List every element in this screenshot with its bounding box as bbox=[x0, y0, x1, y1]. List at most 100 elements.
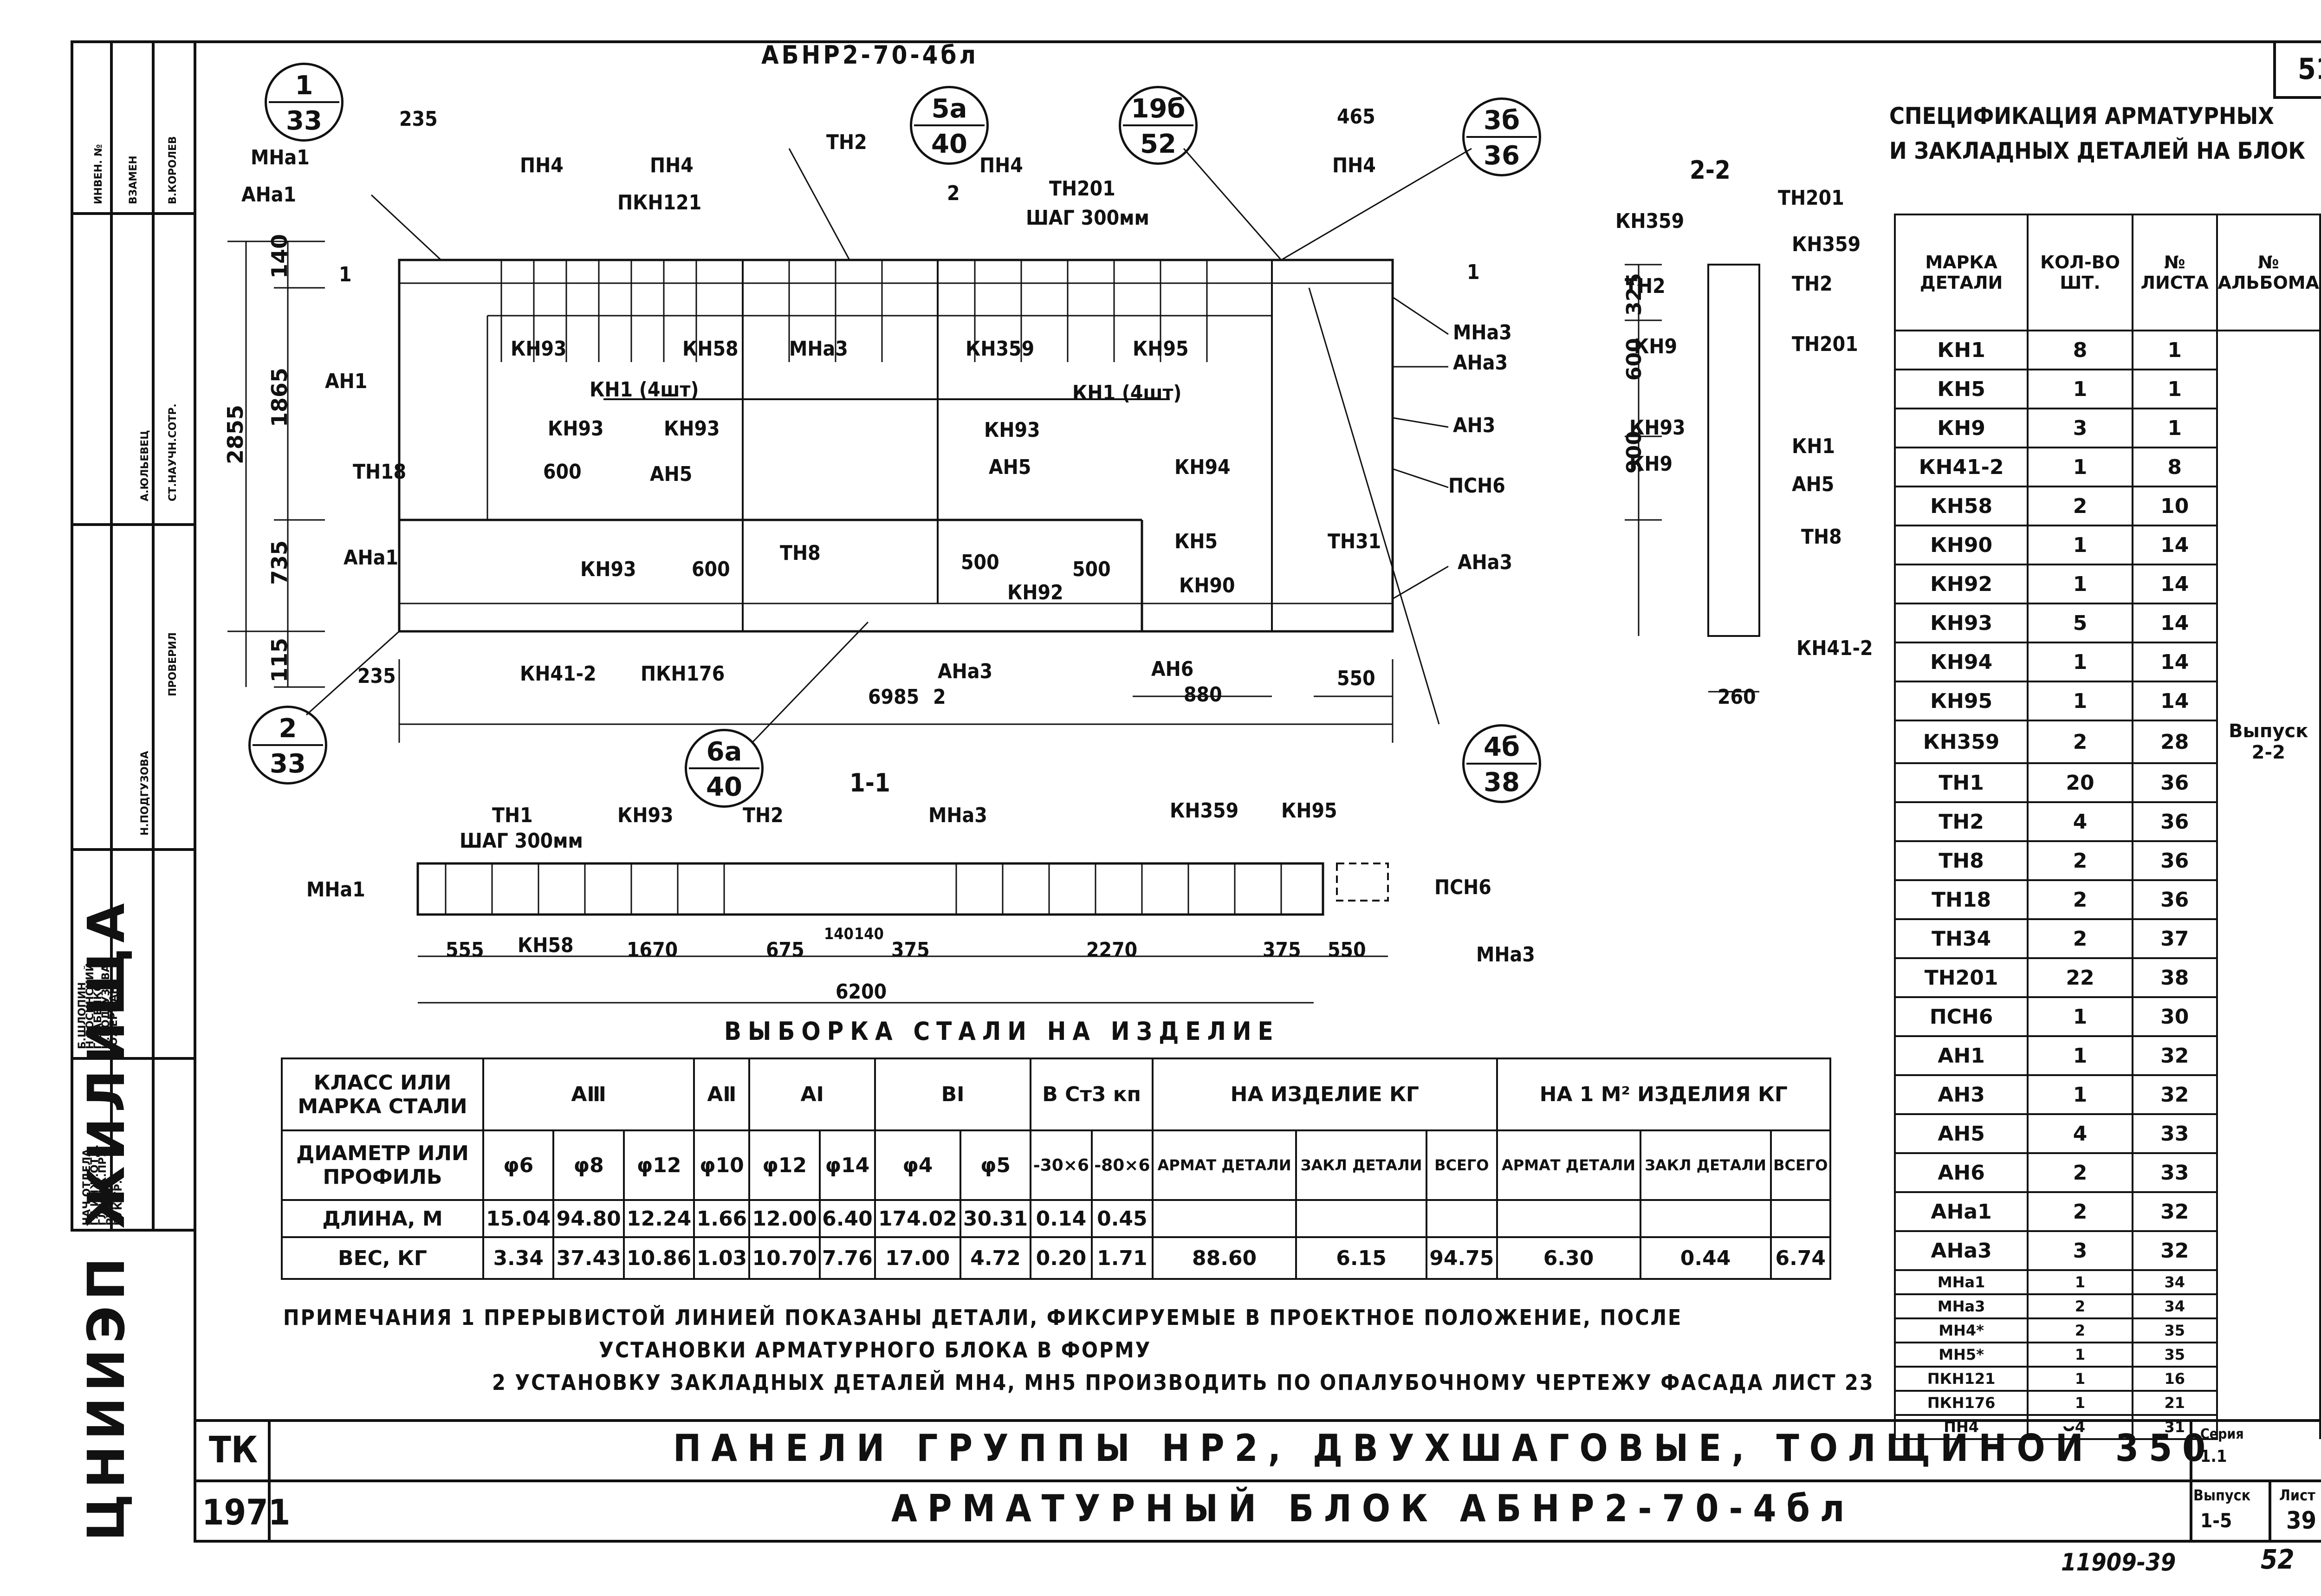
diam: φ5 bbox=[959, 1129, 1032, 1201]
diam: ВСЕГО bbox=[1426, 1129, 1498, 1201]
label-d600-a: 600 bbox=[543, 460, 582, 484]
diam: φ8 bbox=[552, 1129, 625, 1201]
spec-qty: 1 bbox=[2027, 681, 2133, 721]
wt: 37.43 bbox=[552, 1236, 625, 1280]
wt: 7.76 bbox=[818, 1236, 876, 1280]
spec-mark: КН359 bbox=[1893, 720, 2029, 764]
s22-kn9-b: КН9 bbox=[1629, 452, 1673, 476]
section-22-title: 2-2 bbox=[1690, 156, 1731, 185]
series-label: Серия bbox=[2200, 1426, 2244, 1442]
spec-sheet: 35 bbox=[2131, 1342, 2218, 1368]
label-tn201: ТН201 bbox=[1049, 177, 1115, 201]
spec-album bbox=[2216, 487, 2321, 526]
title-line-1: ПАНЕЛИ ГРУППЫ НР2, ДВУХШАГОВЫЕ, ТОЛЩИНОЙ… bbox=[673, 1427, 2216, 1470]
s11-d1670: 1670 bbox=[627, 938, 678, 962]
spec-sheet: 32 bbox=[2131, 1035, 2218, 1076]
spec-album bbox=[2216, 919, 2321, 958]
spec-h-mark: МАРКА ДЕТАЛИ bbox=[1893, 214, 2029, 331]
s11-total: 6200 bbox=[836, 980, 887, 1004]
spec-qty: 2 bbox=[2027, 486, 2133, 526]
label-mna3-b: МНа3 bbox=[1453, 321, 1512, 344]
side-stamp-text: ВЗАМЕН bbox=[128, 156, 139, 204]
label-kn93-5: КН93 bbox=[580, 558, 636, 581]
s22-kn359-b: КН359 bbox=[1792, 233, 1861, 256]
spec-album bbox=[2216, 1318, 2321, 1343]
spec-mark: ТН2 bbox=[1893, 801, 2029, 842]
section-11-title: 1-1 bbox=[849, 768, 890, 798]
spec-sheet: 36 bbox=[2131, 801, 2218, 842]
spec-album bbox=[2216, 1415, 2321, 1439]
side-stamp-text: ПРОВЕРИЛ bbox=[167, 632, 179, 696]
steel-h-wt: ВЕС, КГ bbox=[281, 1236, 484, 1280]
issue-label: Выпуск bbox=[2193, 1486, 2251, 1504]
label-kn95: КН95 bbox=[1133, 337, 1189, 361]
spec-sheet: 36 bbox=[2131, 840, 2218, 881]
spec-qty: 1 bbox=[2027, 1074, 2133, 1115]
spec-sheet: 16 bbox=[2131, 1366, 2218, 1392]
diam: АРМАТ ДЕТАЛИ bbox=[1496, 1129, 1641, 1201]
spec-album bbox=[2216, 1270, 2321, 1294]
spec-sheet: 37 bbox=[2131, 918, 2218, 959]
len: 30.31 bbox=[959, 1199, 1032, 1238]
wt: 1.71 bbox=[1090, 1236, 1154, 1280]
label-pkn176: ПКН176 bbox=[641, 662, 725, 686]
spec-mark: ПСН6 bbox=[1893, 996, 2029, 1037]
spec-mark: ТН1 bbox=[1893, 762, 2029, 803]
spec-sheet: 34 bbox=[2131, 1293, 2218, 1319]
side-stamp-text: В.КОРОЛЕВ bbox=[167, 136, 179, 204]
spec-sheet: 14 bbox=[2131, 525, 2218, 565]
spec-sheet: 30 bbox=[2131, 996, 2218, 1037]
dim-2855: 2855 bbox=[223, 404, 248, 464]
spec-sheet: 32 bbox=[2131, 1074, 2218, 1115]
len: 6.40 bbox=[818, 1199, 876, 1238]
spec-qty: 1 bbox=[2027, 642, 2133, 682]
bottom-page: 52 bbox=[2261, 1544, 2295, 1575]
spec-sheet: 34 bbox=[2131, 1269, 2218, 1295]
spec-album bbox=[2216, 1343, 2321, 1367]
title-tk: ТК bbox=[209, 1429, 258, 1471]
label-tn18: ТН18 bbox=[353, 460, 407, 484]
spec-album bbox=[2216, 681, 2321, 720]
s22-tn201: ТН201 bbox=[1778, 186, 1844, 210]
spec-mark: МНа1 bbox=[1893, 1269, 2029, 1295]
label-ana3-c: АНа3 bbox=[1458, 551, 1513, 574]
spec-album bbox=[2216, 997, 2321, 1036]
len: 174.02 bbox=[874, 1199, 961, 1238]
s22-kn41-2: КН41-2 bbox=[1796, 636, 1873, 660]
label-step: ШАГ 300мм bbox=[1026, 206, 1149, 230]
bottom-code: 11909-39 bbox=[2061, 1549, 2176, 1577]
spec-mark: КН41-2 bbox=[1893, 447, 2029, 487]
s11-tn2: ТН2 bbox=[743, 804, 784, 827]
spec-qty: 22 bbox=[2027, 957, 2133, 998]
spec-qty: 1 bbox=[2027, 1366, 2133, 1392]
spec-qty: 1 bbox=[2027, 1342, 2133, 1368]
s11-d2270: 2270 bbox=[1086, 938, 1138, 962]
spec-album bbox=[2216, 1391, 2321, 1415]
spec-album bbox=[2216, 331, 2321, 370]
side-stamp-text: РУК.ГР. bbox=[113, 1180, 124, 1226]
side-stamp-text: СТ.НАУЧН.СОТР. bbox=[167, 403, 179, 501]
steel-group-vst: В Ст3 кп bbox=[1030, 1058, 1154, 1131]
label-kn93-1: КН93 bbox=[511, 337, 567, 361]
s22-tn2-b: ТН2 bbox=[1792, 272, 1833, 296]
s22-d260: 260 bbox=[1718, 685, 1756, 709]
spec-album bbox=[2216, 841, 2321, 880]
label-kn90: КН90 bbox=[1179, 574, 1235, 597]
note-1: ПРИМЕЧАНИЯ 1 ПРЕРЫВИСТОЙ ЛИНИЕЙ ПОКАЗАНЫ… bbox=[283, 1305, 1683, 1330]
wt: 94.75 bbox=[1426, 1236, 1498, 1280]
spec-album bbox=[2216, 763, 2321, 802]
len bbox=[1770, 1199, 1832, 1238]
s11-mna1: МНа1 bbox=[306, 878, 365, 902]
wt: 0.44 bbox=[1639, 1236, 1772, 1280]
label-d550: 550 bbox=[1337, 667, 1375, 690]
spec-album bbox=[2216, 526, 2321, 564]
label-ana3-b: АНа3 bbox=[1453, 351, 1508, 375]
